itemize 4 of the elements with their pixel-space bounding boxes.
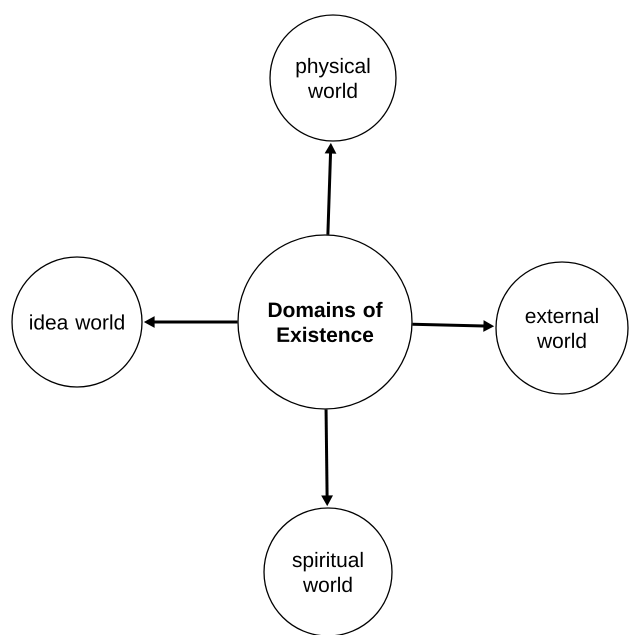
circle-node: physical world: [269, 14, 397, 142]
circle-node: Domains of Existence: [237, 234, 413, 410]
circle-node: idea world: [11, 256, 143, 388]
circle-node: external world: [495, 261, 629, 395]
